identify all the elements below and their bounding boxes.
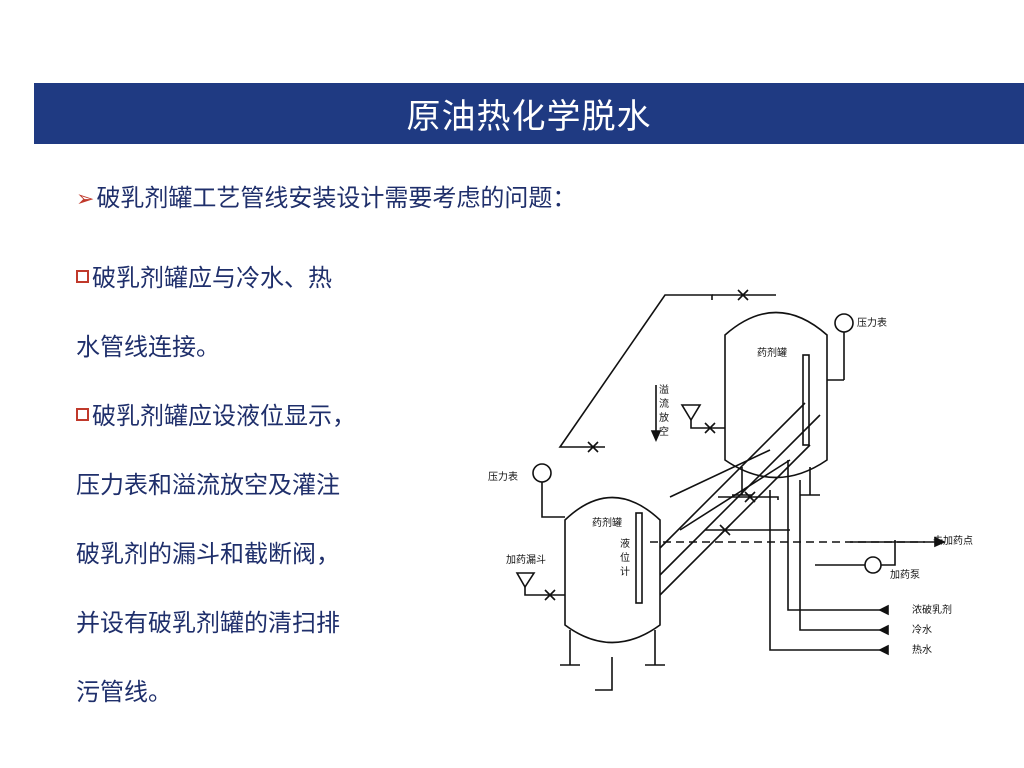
diagram-label-overflow-vent: 溢 bbox=[659, 383, 669, 396]
vent-pipe bbox=[558, 294, 713, 448]
diagram-label-conc-demulsifier: 浓破乳剂 bbox=[912, 603, 952, 616]
valve-icon bbox=[704, 422, 716, 434]
title-bar: 原油热化学脱水 bbox=[34, 83, 1024, 144]
paragraph-line: 污管线。 bbox=[76, 678, 172, 706]
paragraph-line: 并设有破乳剂罐的清扫排 bbox=[76, 609, 340, 637]
diagram-label-to-dosing-point: 去加药点 bbox=[933, 535, 973, 547]
valve-icon bbox=[719, 524, 731, 536]
paragraph-line: 破乳剂罐应设液位显示， bbox=[76, 382, 456, 451]
diagram-label-tank-upper: 药剂罐 bbox=[757, 346, 787, 359]
valve-icon bbox=[737, 289, 749, 301]
arrow-bullet-icon: ➢ bbox=[76, 187, 95, 212]
valve-icon bbox=[744, 491, 756, 503]
diagram-label-pressure-gauge-lower: 压力表 bbox=[488, 470, 518, 483]
section-heading: ➢破乳剂罐工艺管线安装设计需要考虑的问题： bbox=[76, 178, 576, 213]
upper-tank bbox=[724, 311, 828, 479]
funnel-icon bbox=[680, 404, 702, 422]
valve-icon bbox=[587, 441, 599, 453]
funnel-icon bbox=[515, 572, 536, 589]
diagram-label-dosing-pump: 加药泵 bbox=[890, 569, 920, 581]
section-heading-text: 破乳剂罐工艺管线安装设计需要考虑的问题： bbox=[96, 184, 577, 212]
process-diagram: 压力表 药剂罐 溢 流 放 空 压力表 药剂罐 液 位 计 加药漏斗 去加药点 … bbox=[488, 289, 973, 691]
paragraph-line: 破乳剂罐应与冷水、热 bbox=[76, 244, 456, 313]
level-gauge bbox=[802, 354, 810, 446]
body-text: 破乳剂罐应与冷水、热 水管线连接。 破乳剂罐应设液位显示， 压力表和溢流放空及灌… bbox=[76, 244, 456, 727]
diagram-label-tank-lower: 药剂罐 bbox=[592, 516, 622, 529]
paragraph-line: 破乳剂的漏斗和截断阀， bbox=[76, 540, 340, 568]
drain-pipe bbox=[595, 657, 613, 691]
page-title: 原油热化学脱水 bbox=[406, 97, 652, 137]
square-bullet-icon bbox=[76, 408, 89, 421]
diagram-label-overflow-vent: 放 bbox=[659, 411, 669, 424]
pressure-gauge-icon bbox=[532, 463, 552, 483]
diagram-label-pressure-gauge-upper: 压力表 bbox=[857, 316, 887, 329]
diagram-label-level-gauge: 位 bbox=[620, 551, 630, 564]
paragraph-line: 压力表和溢流放空及灌注 bbox=[76, 471, 340, 499]
diagram-label-dosing-funnel: 加药漏斗 bbox=[506, 554, 546, 566]
diagram-label-level-gauge: 液 bbox=[620, 537, 630, 550]
diagram-label-level-gauge: 计 bbox=[620, 565, 630, 578]
lower-tank bbox=[564, 496, 661, 644]
paragraph-2: 破乳剂罐应设液位显示， 压力表和溢流放空及灌注 破乳剂的漏斗和截断阀， 并设有破… bbox=[76, 382, 456, 727]
square-bullet-icon bbox=[76, 270, 89, 283]
diagram-label-cold-water: 冷水 bbox=[912, 623, 932, 636]
paragraph-line: 水管线连接。 bbox=[76, 333, 220, 361]
diagram-label-overflow-vent: 空 bbox=[659, 425, 669, 438]
paragraph-1: 破乳剂罐应与冷水、热 水管线连接。 bbox=[76, 244, 456, 382]
diagram-label-overflow-vent: 流 bbox=[659, 397, 669, 410]
level-gauge bbox=[635, 512, 643, 604]
valve-icon bbox=[544, 589, 556, 601]
pump-icon bbox=[864, 556, 882, 574]
diagram-label-hot-water: 热水 bbox=[912, 643, 932, 656]
pressure-gauge-icon bbox=[834, 313, 854, 333]
